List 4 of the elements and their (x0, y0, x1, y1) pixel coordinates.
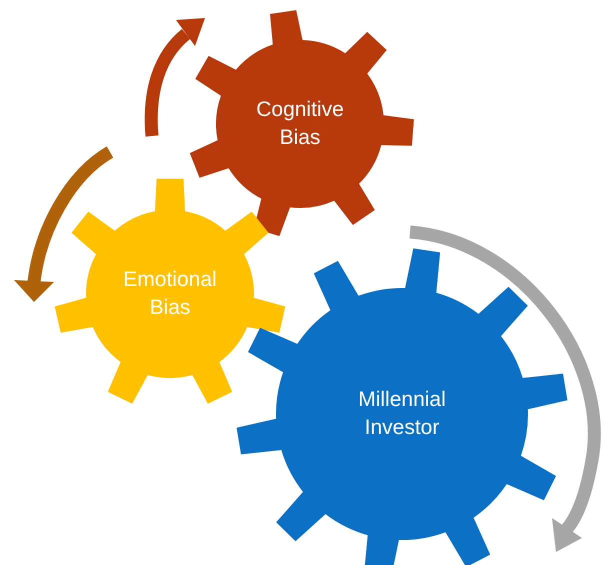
gear (236, 248, 568, 565)
gear-label: Emotional Bias (122, 267, 218, 321)
gear-label: Cognitive Bias (255, 97, 345, 151)
gear-label: Millennial Investor (357, 387, 447, 441)
